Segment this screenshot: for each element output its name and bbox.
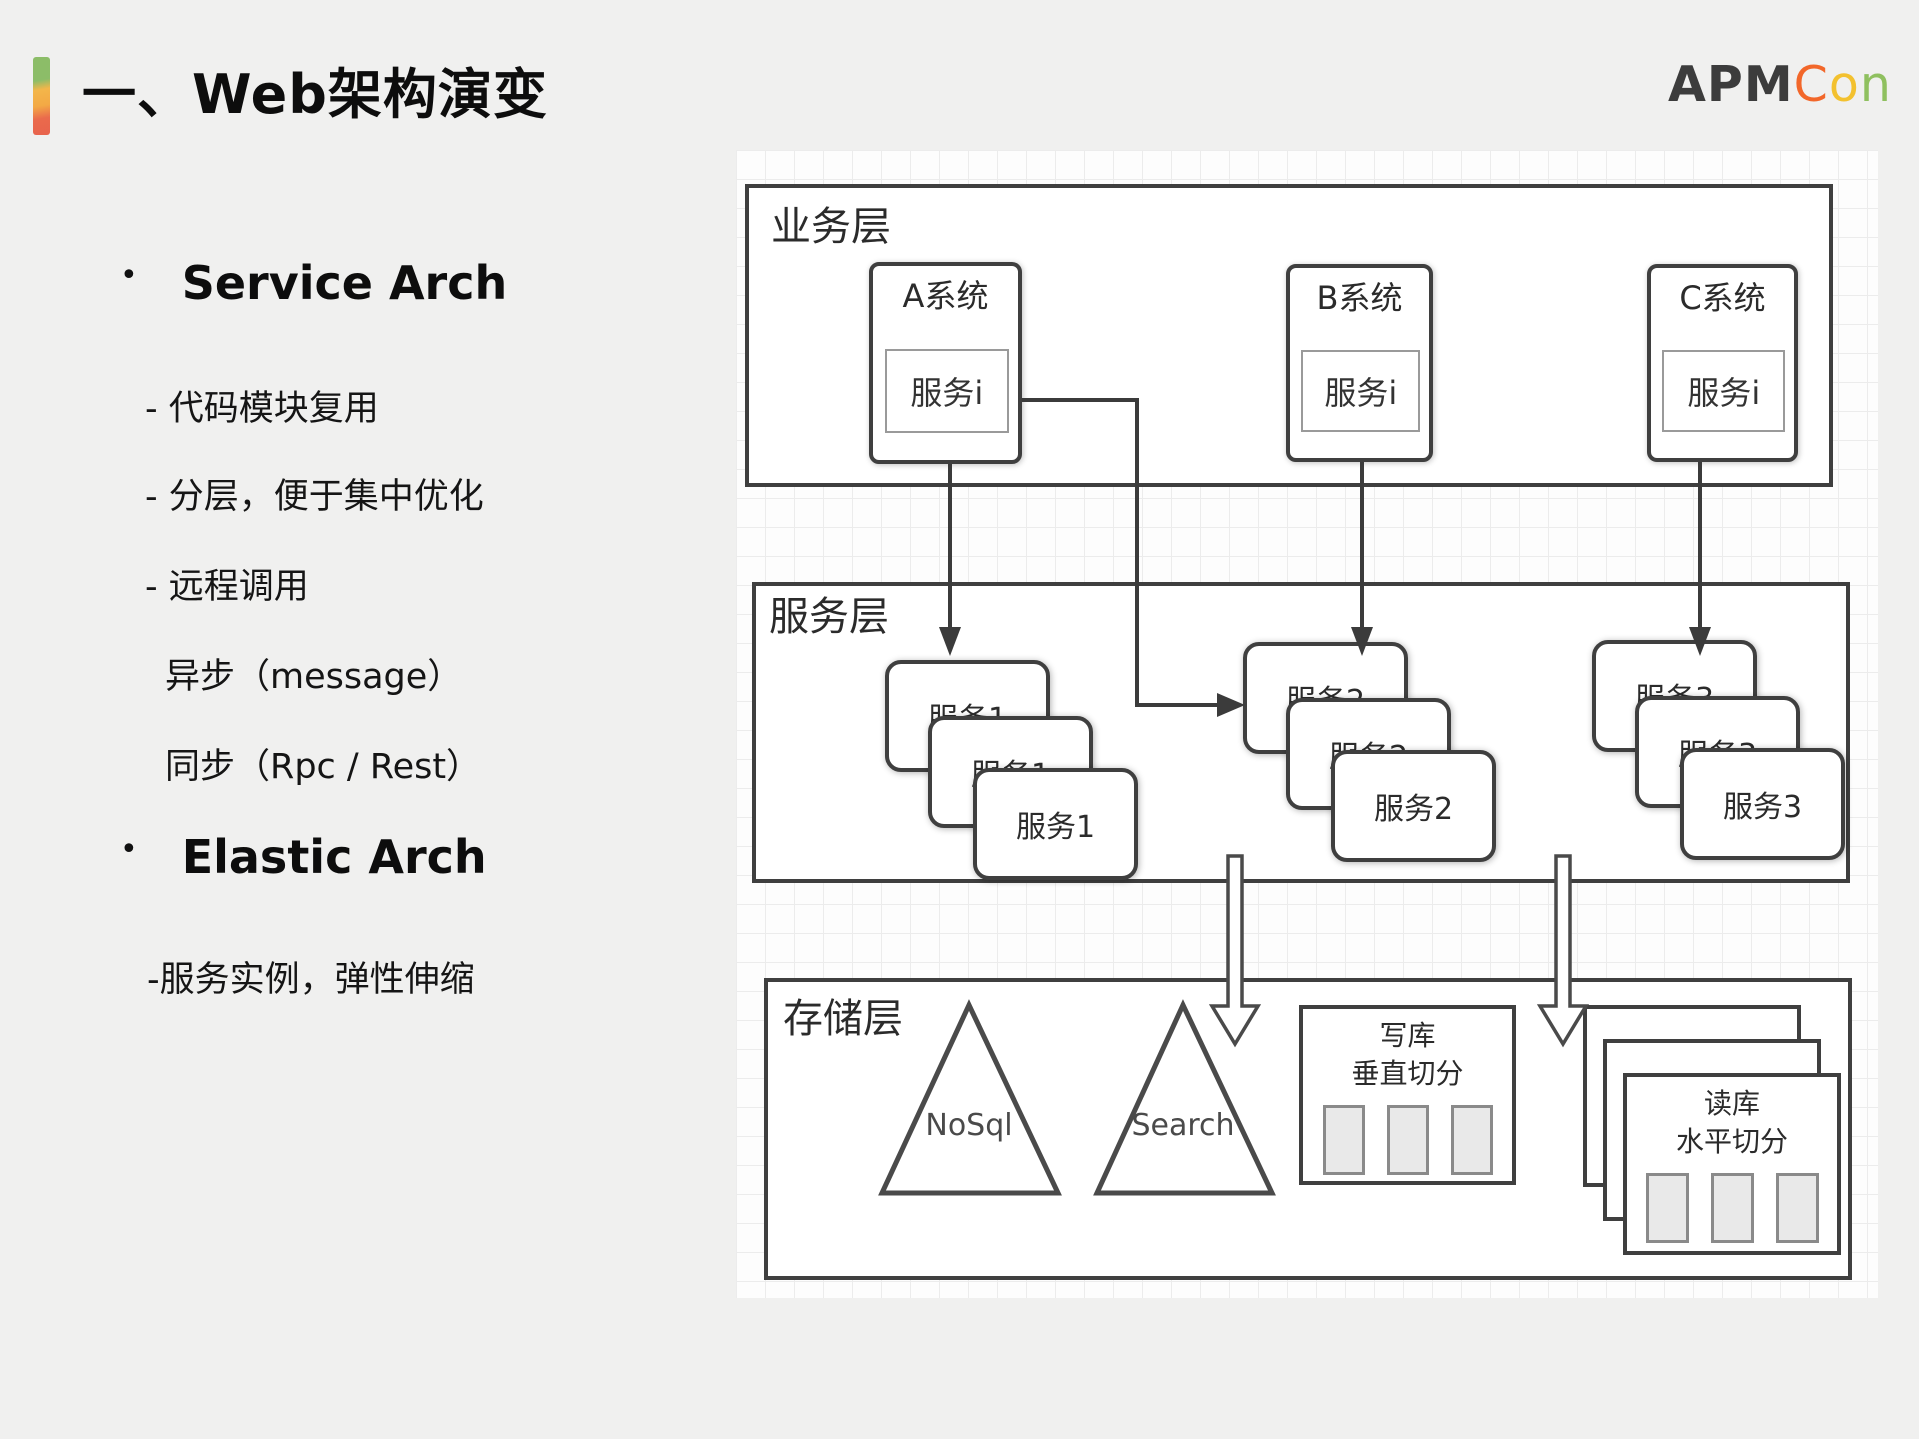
system-c-service-box: 服务i	[1662, 349, 1786, 432]
bullet-elastic-arch-label: Elastic Arch	[181, 830, 487, 884]
architecture-diagram: 业务层 服务层 存储层 A系统 服务i B系统 服务i C系统 服务i 服务1 …	[736, 150, 1878, 1298]
service1-box-front: 服务1	[973, 768, 1138, 880]
logo-n: n	[1859, 56, 1892, 113]
business-layer-label: 业务层	[771, 204, 891, 250]
bullet-dot-icon: •	[120, 258, 138, 293]
read-db-shards	[1627, 1172, 1837, 1243]
system-c-label: C系统	[1679, 279, 1766, 317]
service2-box-front: 服务2	[1331, 750, 1496, 862]
bullet-code-reuse: - 代码模块复用	[145, 389, 379, 429]
nosql-label: NoSql	[925, 1108, 1013, 1143]
system-a-box: A系统 服务i	[869, 262, 1022, 464]
bullet-elastic-arch: • Elastic Arch	[120, 830, 487, 884]
read-db-label-line2: 水平切分	[1675, 1124, 1788, 1158]
bullet-layering: - 分层，便于集中优化	[145, 477, 484, 517]
read-db-label-line1: 读库	[1703, 1087, 1760, 1120]
service-layer-label: 服务层	[769, 594, 889, 640]
bullet-service-arch-label: Service Arch	[181, 256, 508, 310]
shard-rect	[1645, 1172, 1689, 1243]
system-a-service-box: 服务i	[884, 349, 1009, 433]
bullet-dot-icon: •	[120, 832, 138, 867]
shard-rect	[1450, 1104, 1493, 1175]
shard-rect	[1775, 1172, 1819, 1243]
system-c-box: C系统 服务i	[1647, 264, 1798, 462]
logo-apm: APM	[1668, 56, 1794, 113]
search-label: Search	[1131, 1108, 1235, 1143]
logo-c: C	[1793, 56, 1829, 113]
apmcon-logo: APMCon	[1668, 56, 1892, 113]
shard-rect	[1322, 1104, 1365, 1175]
shard-rect	[1710, 1172, 1754, 1243]
bullet-service-arch: • Service Arch	[120, 256, 507, 310]
system-a-label: A系统	[902, 277, 989, 315]
write-db-shards	[1303, 1104, 1512, 1175]
shard-rect	[1386, 1104, 1429, 1175]
write-db-label-line2: 垂直切分	[1351, 1056, 1464, 1090]
bullet-sync: 同步（Rpc / Rest）	[165, 747, 482, 787]
bullet-elastic-note: -服务实例，弹性伸缩	[147, 960, 475, 1000]
write-db-box: 写库 垂直切分	[1299, 1005, 1516, 1185]
page-title: 一、Web架构演变	[82, 63, 548, 126]
title-accent-bar-icon	[33, 57, 50, 135]
system-b-box: B系统 服务i	[1286, 264, 1433, 462]
logo-o: o	[1828, 56, 1860, 113]
system-b-label: B系统	[1316, 279, 1403, 317]
system-b-service-box: 服务i	[1301, 349, 1421, 432]
bullet-remote-call: - 远程调用	[145, 567, 309, 607]
write-db-label-line1: 写库	[1379, 1019, 1436, 1052]
bullet-async: 异步（message）	[165, 657, 463, 697]
storage-layer-label: 存储层	[783, 996, 903, 1042]
read-db-box-front: 读库 水平切分	[1623, 1073, 1841, 1255]
service3-box-front: 服务3	[1680, 748, 1845, 860]
